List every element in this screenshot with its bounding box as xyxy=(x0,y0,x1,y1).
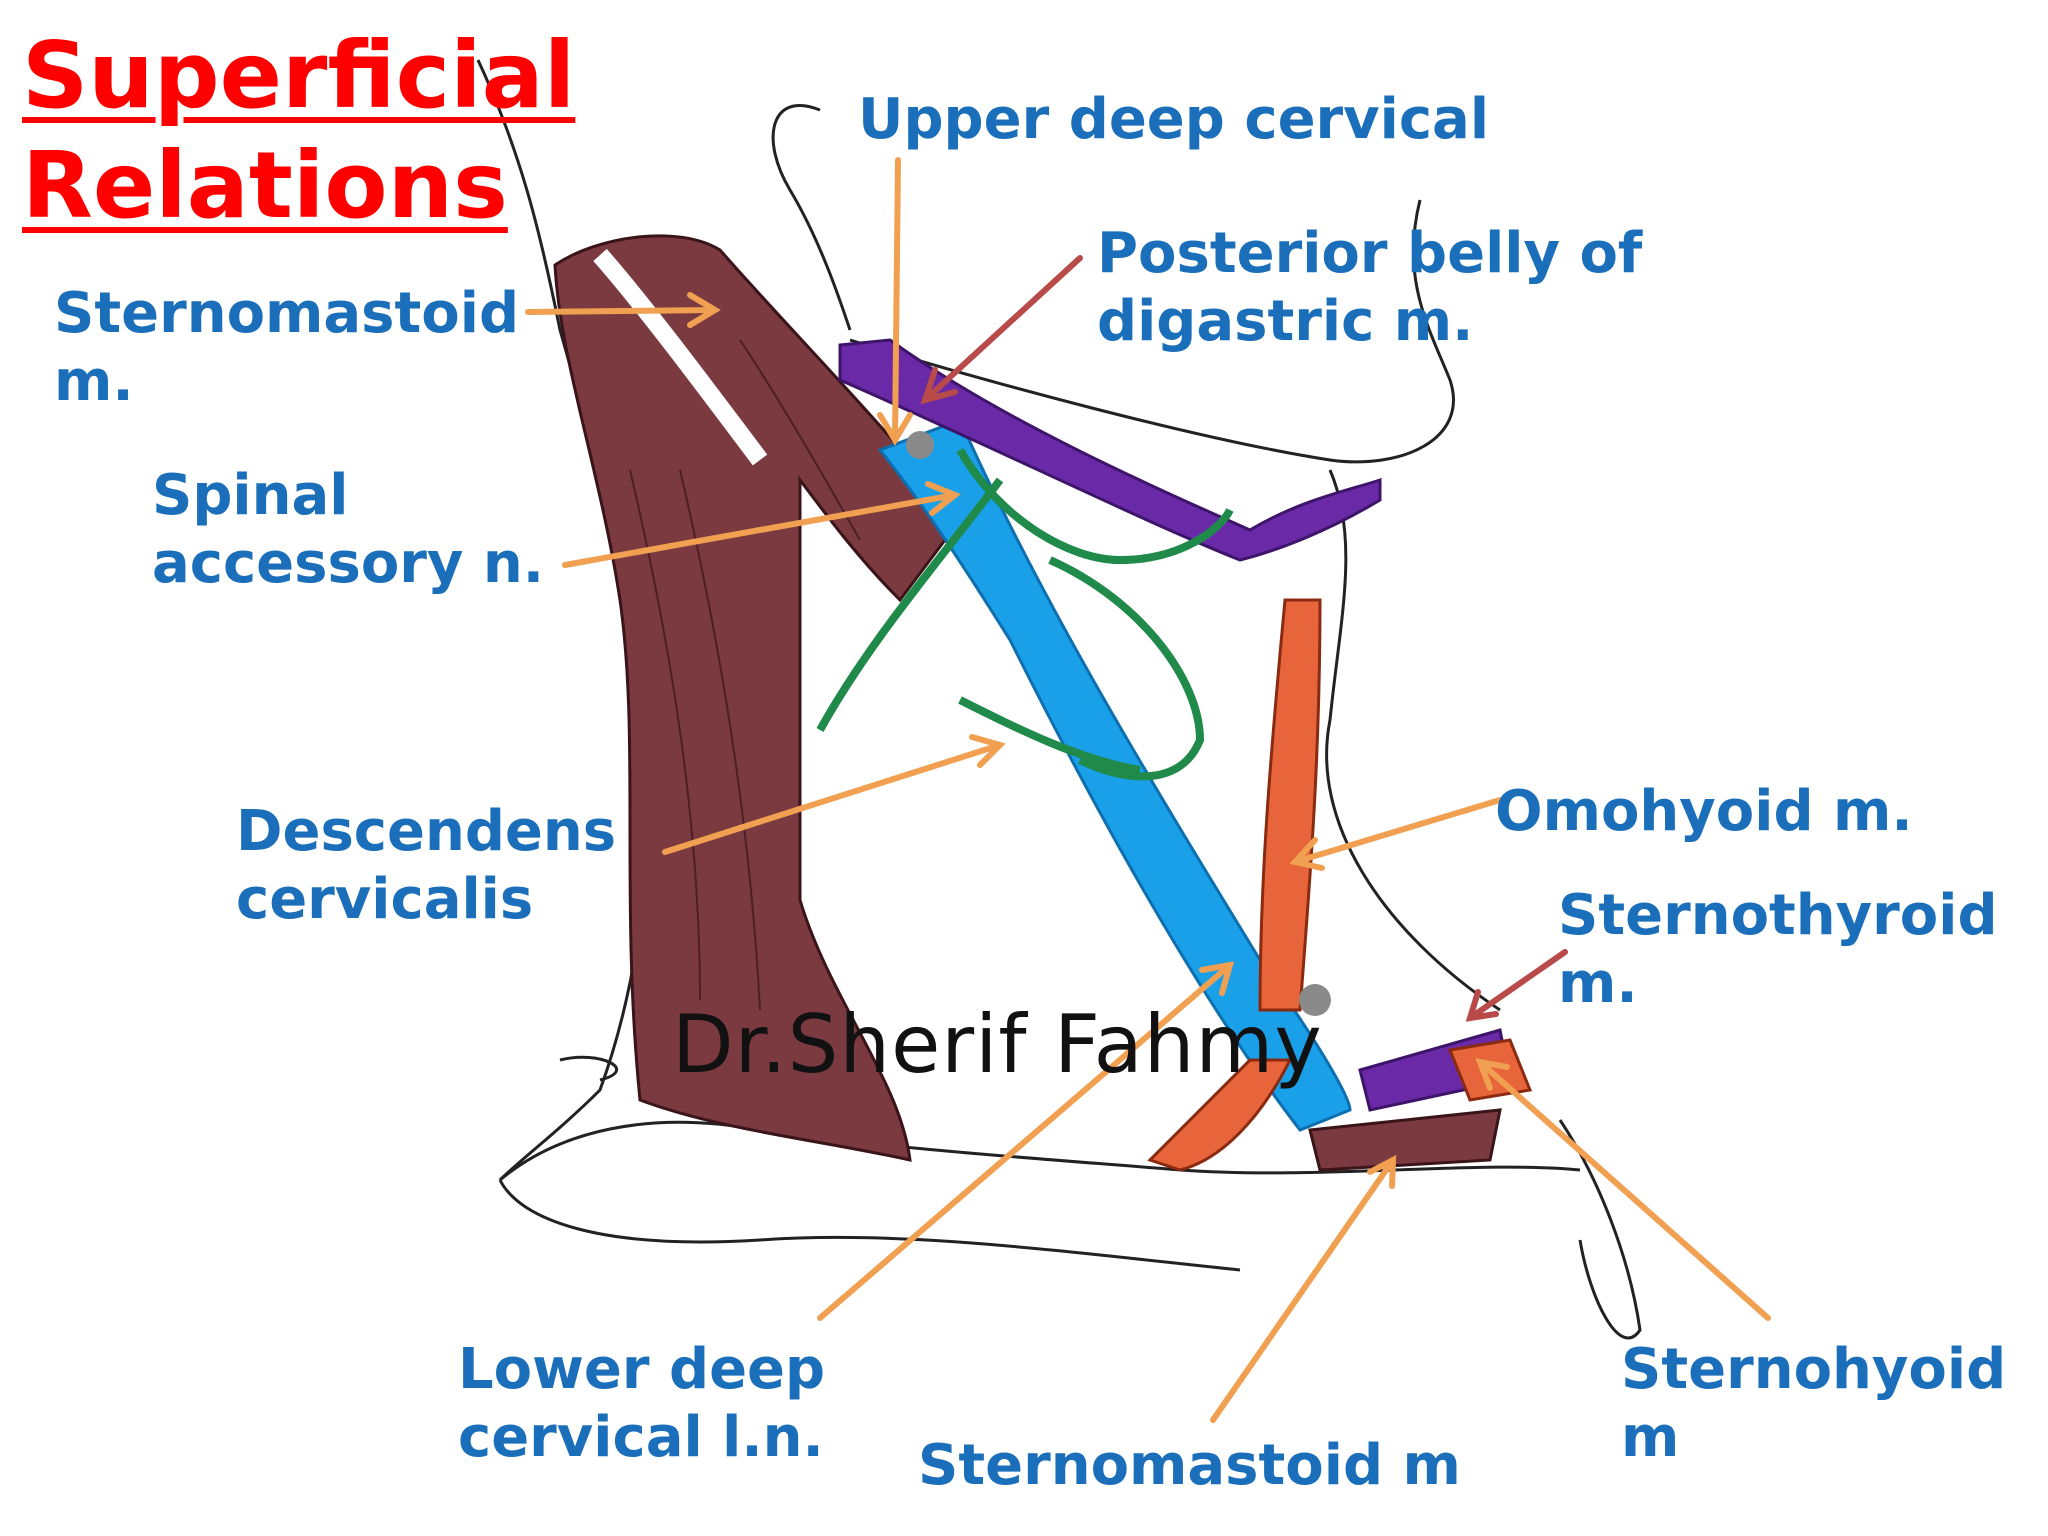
arrow-omohyoid xyxy=(1289,797,1503,871)
arrow-spinal-accessory xyxy=(562,481,961,568)
label-sternohyoid: Sternohyoid m xyxy=(1621,1337,2007,1470)
label-descendens: Descendens cervicalis xyxy=(236,799,617,932)
lower-deep-cervical-node xyxy=(1299,984,1331,1016)
label-sternomastoid-top: Sternomastoid m. xyxy=(54,281,520,414)
label-sternomastoid-bottom: Sternomastoid m xyxy=(918,1433,1461,1498)
pointer-arrows xyxy=(525,157,1771,1423)
arrow-sternohyoid xyxy=(1475,1058,1771,1321)
digastric-muscle xyxy=(838,338,1382,562)
arrow-sternomastoid-bottom xyxy=(1210,1154,1397,1423)
label-spinal-accessory: Spinal accessory n. xyxy=(152,463,545,596)
omohyoid-muscle xyxy=(1147,598,1322,1172)
arrow-upper-deep-cervical xyxy=(877,157,913,446)
lymph-nodes xyxy=(906,431,1331,1016)
nerve-ansa xyxy=(816,448,1234,781)
title-line-2: Relations xyxy=(22,132,508,239)
title-line-1: Superficial xyxy=(22,22,576,129)
label-sternothyroid: Sternothyroid m. xyxy=(1558,883,1998,1016)
arrow-sternomastoid-top xyxy=(525,292,721,328)
label-posterior-belly: Posterior belly of digastric m. xyxy=(1097,221,1643,354)
arrow-descendens xyxy=(662,734,1006,855)
arrow-posterior-belly xyxy=(920,255,1083,405)
label-omohyoid: Omohyoid m. xyxy=(1495,779,1913,844)
watermark: Dr.Sherif Fahmy xyxy=(672,998,1323,1091)
label-upper-deep-cervical: Upper deep cervical xyxy=(858,87,1490,152)
upper-deep-cervical-node xyxy=(906,431,934,459)
arrow-sternothyroid xyxy=(1465,949,1568,1022)
arrow-lower-deep xyxy=(817,961,1235,1321)
label-lower-deep: Lower deep cervical l.n. xyxy=(458,1337,826,1470)
